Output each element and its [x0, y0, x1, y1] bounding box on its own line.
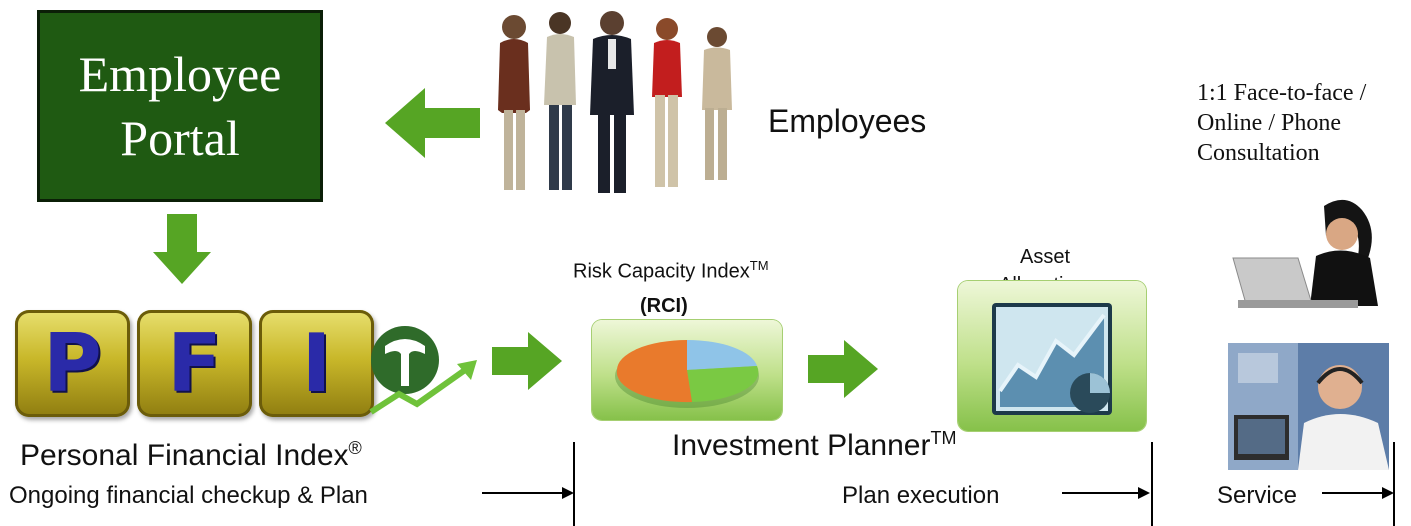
stage-divider [1151, 442, 1153, 526]
pfi-tile-p: P [15, 310, 130, 417]
arrow-down-icon [153, 214, 211, 284]
plan-execution-label: Plan execution [842, 482, 1000, 509]
rci-label-line2: (RCI) [640, 295, 688, 317]
arrow-right-icon [808, 340, 878, 398]
pfi-tile-f: F [137, 310, 252, 417]
call-center-service-icon [1228, 343, 1389, 470]
arrow-left-icon [385, 88, 480, 158]
pfi-subtitle: Ongoing financial checkup & Plan [9, 482, 368, 509]
pfi-logo-icon [369, 326, 477, 415]
consultation-line1: 1:1 Face-to-face / [1197, 80, 1367, 106]
stage-arrow-icon [482, 487, 574, 499]
rci-label-line1: Risk Capacity IndexTM [573, 258, 769, 283]
arrow-right-icon [492, 332, 562, 390]
investment-planner-title: Investment PlannerTM [672, 428, 957, 462]
consultation-label: 1:1 Face-to-face / Online / Phone Consul… [1197, 78, 1366, 168]
employee-portal-box: Employee Portal [37, 10, 323, 202]
online-consultant-icon [1232, 199, 1378, 308]
pfi-title: Personal Financial Index® [20, 438, 362, 472]
service-label: Service [1217, 482, 1298, 509]
employees-group-icon [498, 11, 732, 193]
stage-divider [1393, 442, 1395, 526]
rci-pie-chart-icon [592, 320, 782, 420]
stage-arrow-icon [1322, 487, 1394, 499]
asset-label-line1: Asset [1020, 246, 1071, 268]
pfi-tile-i: I [259, 310, 374, 417]
portal-title-line2: Portal [120, 110, 240, 166]
portal-title-line1: Employee [78, 46, 282, 102]
stage-arrow-icon [1062, 487, 1150, 499]
consultation-line3: Consultation [1197, 140, 1320, 166]
employees-label: Employees [768, 103, 927, 139]
consultation-line2: Online / Phone [1197, 110, 1341, 136]
stage-divider [573, 442, 575, 526]
asset-allocation-chart-icon [958, 281, 1146, 431]
